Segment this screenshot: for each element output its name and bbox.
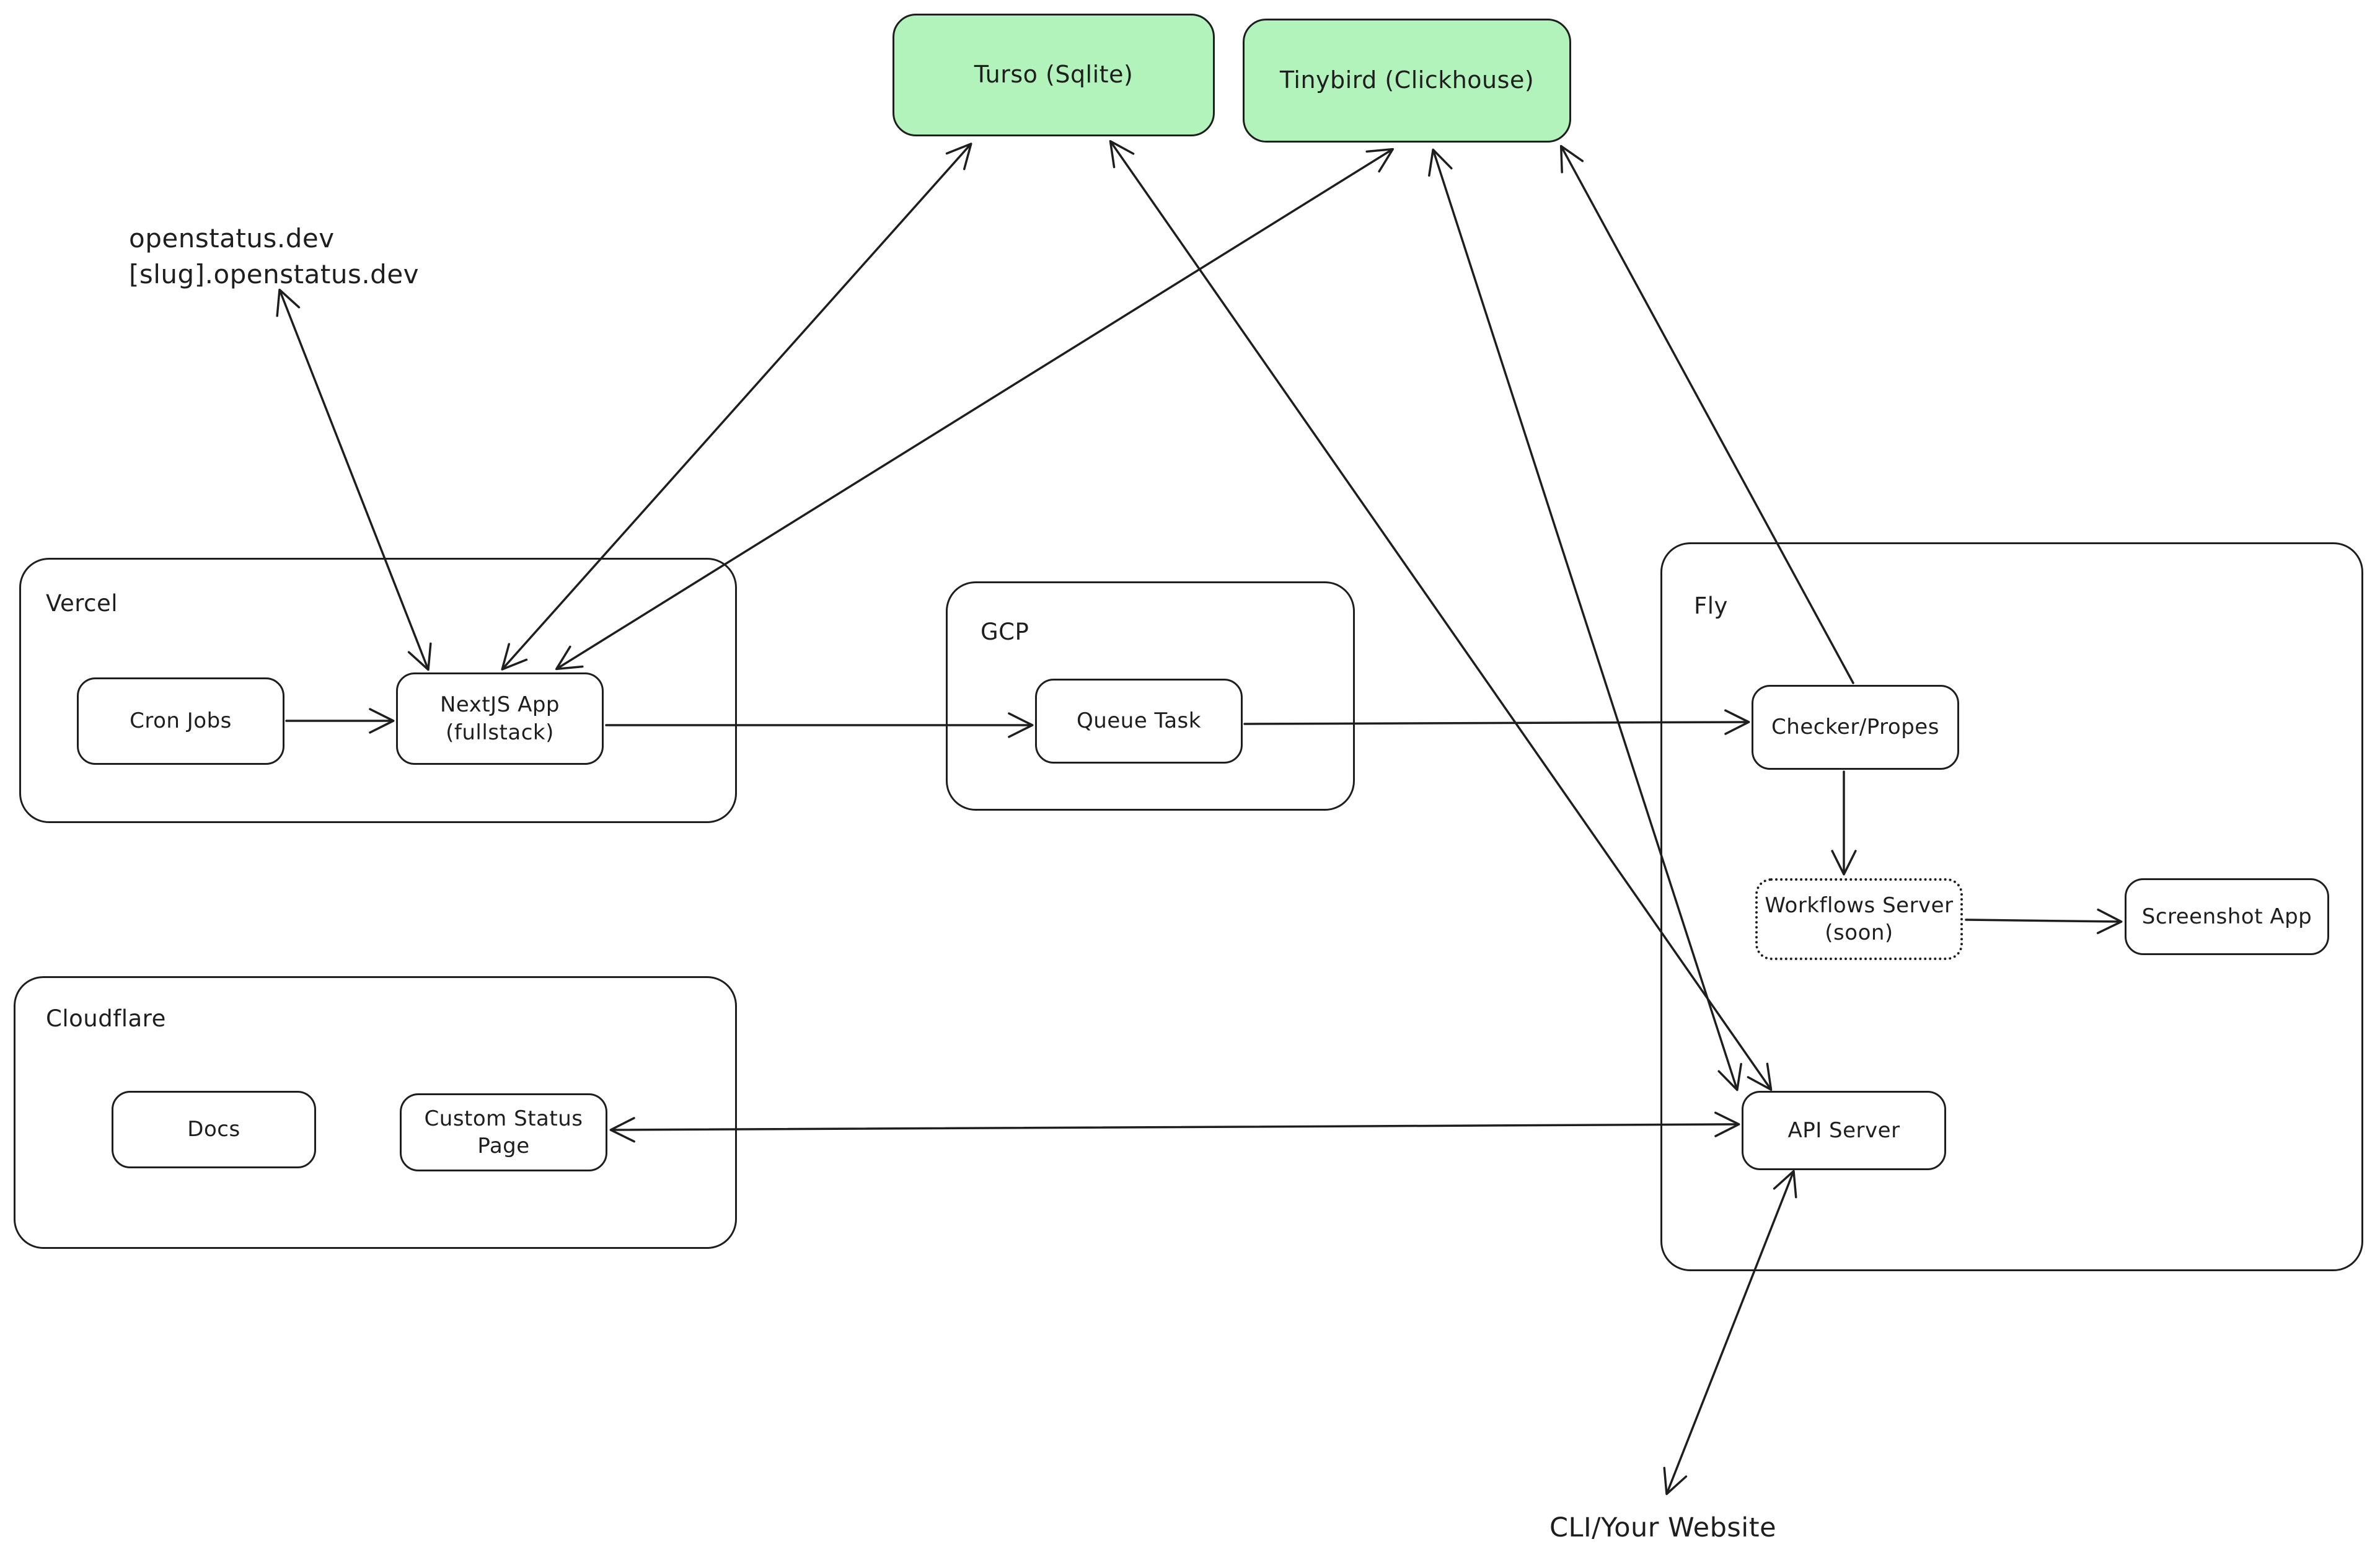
node-workflows-server-label-line1: Workflows Server	[1765, 892, 1954, 918]
container-fly-label: Fly	[1694, 593, 1728, 619]
node-custom-status-page: Custom Status Page	[400, 1093, 607, 1171]
node-nextjs-app: NextJS App (fullstack)	[396, 672, 604, 765]
edge-api-tinybird	[1428, 148, 1742, 1091]
node-nextjs-app-label-line2: (fullstack)	[446, 720, 554, 745]
node-workflows-server: Workflows Server (soon)	[1755, 878, 1963, 960]
node-cron-jobs: Cron Jobs	[77, 677, 284, 765]
edge-queue-checker	[1243, 709, 1750, 735]
node-screenshot-app: Screenshot App	[2125, 878, 2329, 955]
node-nextjs-app-label-line1: NextJS App	[439, 692, 560, 718]
container-gcp-label: GCP	[981, 619, 1029, 645]
node-tinybird: Tinybird (Clickhouse)	[1243, 19, 1571, 143]
node-queue-task-label: Queue Task	[1077, 708, 1201, 734]
node-docs: Docs	[112, 1091, 316, 1168]
node-checker-propes-label: Checker/Propes	[1771, 715, 1939, 740]
container-cloudflare-label: Cloudflare	[46, 1005, 166, 1032]
node-turso: Turso (Sqlite)	[892, 14, 1215, 136]
node-turso-label: Turso (Sqlite)	[974, 61, 1134, 89]
node-api-server-label: API Server	[1787, 1117, 1900, 1143]
node-workflows-server-label-line2: (soon)	[1825, 920, 1893, 945]
node-screenshot-app-label: Screenshot App	[2141, 904, 2312, 929]
openstatus-domain-line1: openstatus.dev	[129, 223, 335, 253]
node-cron-jobs-label: Cron Jobs	[130, 708, 232, 734]
edge-api-cli	[1663, 1170, 1797, 1496]
edge-nextjs-turso	[501, 143, 972, 671]
openstatus-domain-line2: [slug].openstatus.dev	[129, 258, 420, 289]
node-docs-label: Docs	[187, 1117, 240, 1142]
edge-nextjs-tinybird	[555, 148, 1395, 671]
container-vercel-label: Vercel	[46, 590, 118, 617]
node-tinybird-label: Tinybird (Clickhouse)	[1279, 66, 1535, 94]
node-checker-propes: Checker/Propes	[1752, 685, 1959, 770]
edge-workflows-screenshot	[1965, 908, 2123, 935]
edge-nextjs-openstatus	[276, 288, 432, 671]
cli-your-website: CLI/Your Website	[1549, 1512, 1777, 1543]
node-queue-task: Queue Task	[1035, 679, 1243, 764]
openstatus-domains: openstatus.dev [slug].openstatus.dev	[129, 221, 419, 293]
edge-api-statuspage	[609, 1111, 1740, 1143]
edge-checker-tinybird	[1559, 144, 1854, 684]
node-api-server: API Server	[1742, 1091, 1946, 1170]
edge-api-turso	[1109, 140, 1773, 1091]
node-custom-status-page-label: Custom Status Page	[424, 1106, 583, 1158]
